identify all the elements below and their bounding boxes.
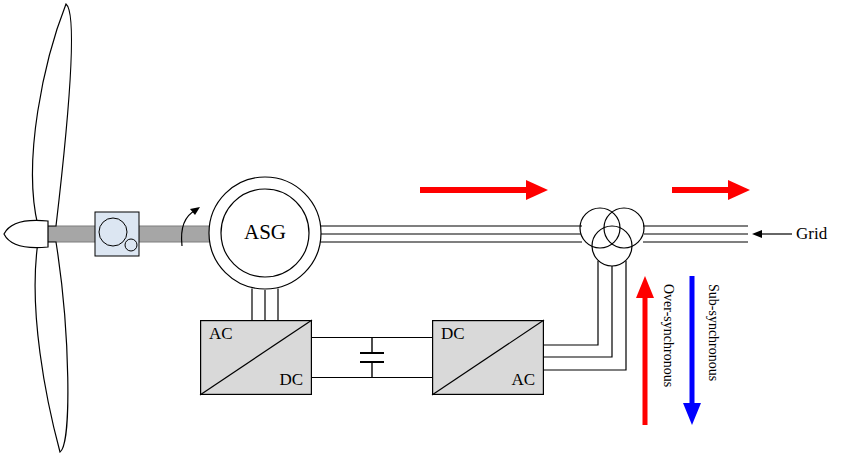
grid-label: Grid	[796, 224, 827, 244]
rotor-connection	[252, 288, 278, 320]
dc-link	[312, 338, 432, 378]
dc-link-capacitor	[360, 338, 384, 378]
conductor	[312, 337, 432, 338]
grid-pointer	[760, 233, 792, 234]
gearbox	[95, 212, 139, 256]
blade	[33, 4, 72, 226]
converter-terminal: AC	[209, 325, 233, 344]
conductor	[277, 288, 278, 320]
converter-terminal: AC	[511, 371, 535, 390]
transformer	[580, 208, 644, 266]
generator-circle: ASG	[208, 176, 322, 290]
converter-terminal: DC	[441, 325, 465, 344]
power-flow-arrow	[420, 180, 750, 425]
conductor	[251, 288, 252, 320]
converter-terminal: DC	[279, 371, 303, 390]
grid-pointer-head	[752, 230, 762, 238]
direction-label: Over-synchronous	[660, 284, 676, 387]
converter-box: DC AC	[432, 320, 544, 395]
rotation-arrow	[182, 210, 196, 246]
direction-label: Sub-synchronous	[705, 284, 721, 381]
gear	[99, 218, 127, 246]
machine-name: ASG	[244, 221, 286, 244]
converter-box: AC DC	[200, 320, 312, 395]
blade	[35, 242, 68, 452]
conductor	[264, 290, 265, 320]
conductor	[312, 377, 432, 378]
gear	[125, 239, 137, 251]
rotation-arrowhead	[190, 207, 200, 215]
hub	[4, 220, 48, 247]
